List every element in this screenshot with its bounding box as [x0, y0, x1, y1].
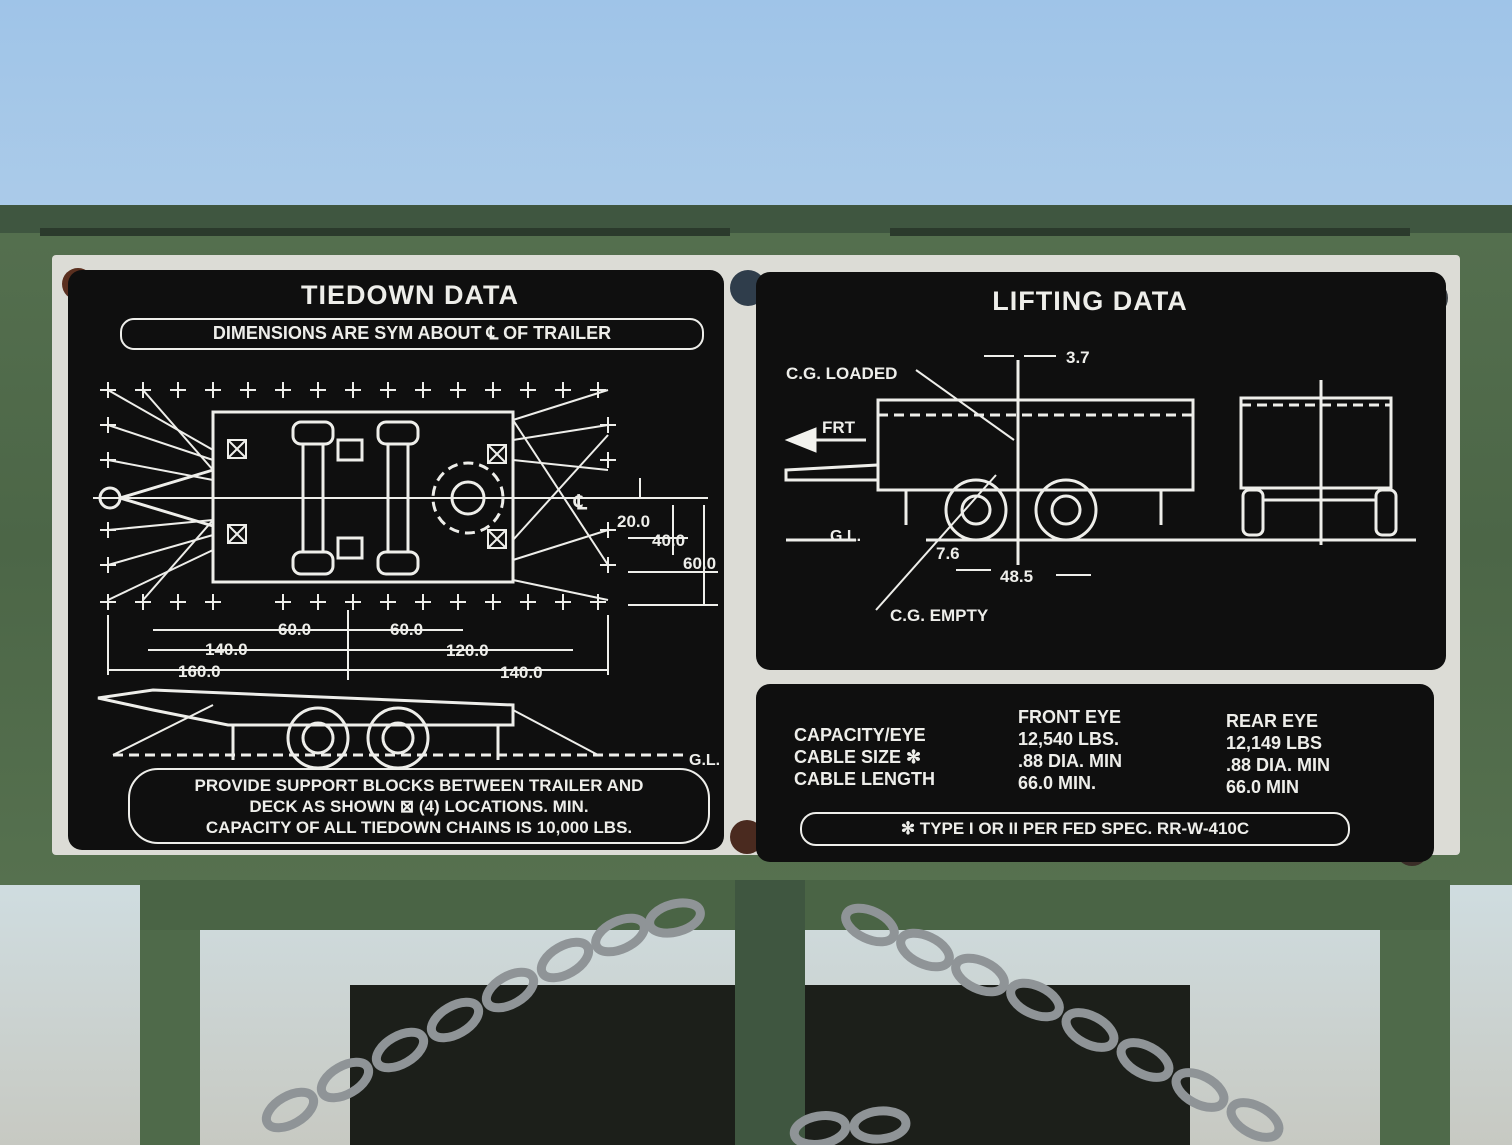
- front-eye-header: FRONT EYE: [1018, 707, 1122, 727]
- cg-empty-label: C.G. EMPTY: [890, 606, 989, 625]
- cg-loaded-label: C.G. LOADED: [786, 364, 898, 383]
- row-label-cable-size: CABLE SIZE ✻: [794, 747, 922, 767]
- lifting-title: LIFTING DATA: [992, 286, 1188, 316]
- front-eye-cable-size: .88 DIA. MIN: [1018, 751, 1123, 771]
- lifting-diagram: [784, 355, 1416, 611]
- footnote-box: [800, 812, 1350, 846]
- centerline-symbol: ℄: [486, 323, 499, 343]
- dim-40: 40.0: [652, 531, 686, 550]
- tiedown-subtitle-text: DIMENSIONS ARE SYM ABOUT: [212, 323, 482, 343]
- dim-140-a: 140.0: [205, 640, 248, 659]
- dim-20: 20.0: [617, 512, 651, 531]
- table-row-labels: CAPACITY/EYE CABLE SIZE ✻ CABLE LENGTH: [794, 724, 935, 790]
- note-line-1: PROVIDE SUPPORT BLOCKS BETWEEN TRAILER A…: [194, 776, 644, 795]
- note-line-3: CAPACITY OF ALL TIEDOWN CHAINS IS 10,000…: [205, 818, 633, 837]
- dim-7-6: 7.6: [936, 544, 960, 563]
- tiedown-diagram: [93, 382, 718, 770]
- rear-eye-cable-length: 66.0 MIN: [1226, 777, 1300, 797]
- frame-slot-left: [40, 228, 730, 236]
- dim-140-b: 140.0: [500, 663, 543, 682]
- front-eye-column: FRONT EYE 12,540 LBS. .88 DIA. MIN 66.0 …: [1018, 706, 1122, 794]
- dim-160: 160.0: [178, 662, 221, 681]
- frt-label: FRT: [822, 418, 856, 437]
- footnote: ✻ TYPE I OR II PER FED SPEC. RR-W-410C: [900, 819, 1250, 838]
- dim-60-vertical: 60.0: [683, 554, 717, 573]
- row-label-cable-length: CABLE LENGTH: [794, 769, 935, 789]
- tiedown-note: PROVIDE SUPPORT BLOCKS BETWEEN TRAILER A…: [128, 775, 710, 838]
- front-eye-capacity: 12,540 LBS.: [1018, 729, 1120, 749]
- rear-eye-capacity: 12,149 LBS: [1226, 733, 1323, 753]
- tiedown-subtitle-box: [120, 318, 704, 350]
- center-post: [735, 880, 805, 1145]
- lifting-panel: [756, 272, 1446, 670]
- dim-60-a: 60.0: [278, 620, 312, 639]
- dim-3-7: 3.7: [1066, 348, 1090, 367]
- note-line-2: DECK AS SHOWN ⊠ (4) LOCATIONS. MIN.: [249, 797, 589, 816]
- tiedown-note-box: [128, 768, 710, 844]
- tiedown-subtitle: DIMENSIONS ARE SYM ABOUT ℄ OF TRAILER: [120, 323, 704, 344]
- ground-line-label-lift: G.L.: [830, 528, 862, 545]
- ground-line-label: G.L.: [689, 752, 721, 769]
- rear-eye-header: REAR EYE: [1226, 711, 1319, 731]
- dim-60-b: 60.0: [390, 620, 424, 639]
- tiedown-subtitle-end: OF TRAILER: [503, 323, 612, 343]
- row-label-capacity: CAPACITY/EYE: [794, 725, 926, 745]
- lifting-table-panel: [756, 684, 1434, 862]
- rear-eye-cable-size: .88 DIA. MIN: [1226, 755, 1331, 775]
- dim-48-5: 48.5: [1000, 567, 1034, 586]
- rear-eye-column: REAR EYE 12,149 LBS .88 DIA. MIN 66.0 MI…: [1226, 710, 1330, 798]
- frame-slot-right: [890, 228, 1410, 236]
- dim-120: 120.0: [446, 641, 489, 660]
- tiedown-title: TIEDOWN DATA: [301, 280, 519, 310]
- front-eye-cable-length: 66.0 MIN.: [1018, 773, 1097, 793]
- centerline-label: ℄: [574, 492, 587, 514]
